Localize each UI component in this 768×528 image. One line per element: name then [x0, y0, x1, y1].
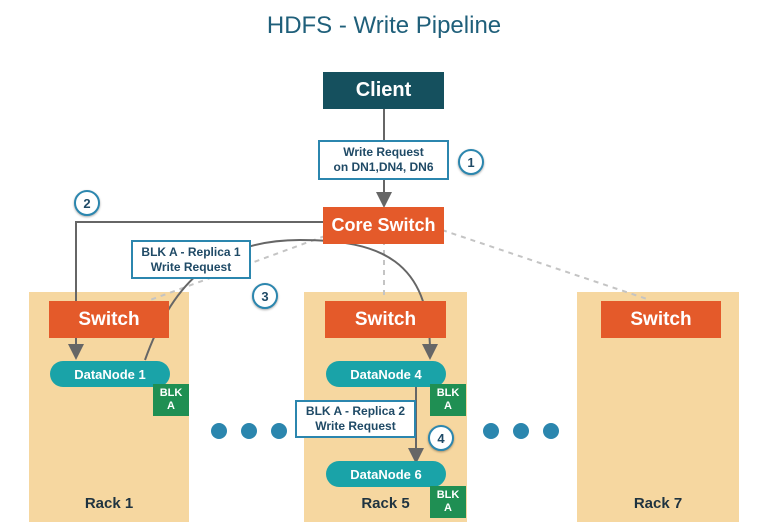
note-line: Write Request	[150, 259, 232, 274]
write-request-note: Write Request on DN1,DN4, DN6	[318, 140, 449, 180]
note-line: Write Request	[343, 145, 424, 159]
block-a-dn6: BLK A	[430, 486, 466, 518]
ellipsis-dot	[483, 423, 499, 439]
block-label: A	[444, 400, 452, 412]
block-label: A	[444, 502, 452, 514]
datanode-1: DataNode 1	[50, 361, 170, 387]
replica2-note: BLK A - Replica 2 Write Request	[295, 400, 416, 438]
step-1-badge: 1	[458, 149, 484, 175]
block-label: BLK	[436, 489, 460, 501]
core-switch: Core Switch	[323, 207, 444, 244]
block-a-dn1: BLK A	[153, 384, 189, 416]
ellipsis-dot	[513, 423, 529, 439]
rack-label: Rack 1	[84, 495, 134, 512]
datanode-6: DataNode 6	[326, 461, 446, 487]
step-4-badge: 4	[428, 425, 454, 451]
note-line: on DN1,DN4, DN6	[333, 160, 434, 174]
rack7-switch: Switch	[601, 301, 721, 338]
note-line: Write Request	[315, 419, 396, 433]
block-label: A	[167, 400, 175, 412]
datanode-4: DataNode 4	[326, 361, 446, 387]
ellipsis-dot	[271, 423, 287, 439]
link-core-rack7	[441, 229, 651, 301]
diagram-title: HDFS - Write Pipeline	[266, 12, 502, 39]
rack1-switch: Switch	[49, 301, 169, 338]
block-a-dn4: BLK A	[430, 384, 466, 416]
rack-label: Rack 5	[361, 495, 410, 512]
arrow-dn1-dn4	[144, 238, 438, 361]
block-label: BLK	[159, 387, 183, 399]
ellipsis-dot	[241, 423, 257, 439]
note-line: BLK A - Replica 1	[141, 244, 241, 259]
note-line: BLK A - Replica 2	[305, 404, 406, 418]
step-2-badge: 2	[74, 190, 100, 216]
rack5-switch: Switch	[325, 301, 446, 338]
step-3-badge: 3	[252, 283, 278, 309]
block-label: BLK	[436, 387, 460, 399]
ellipsis-dot	[543, 423, 559, 439]
rack-label: Rack 7	[633, 495, 683, 512]
client-box: Client	[323, 72, 444, 109]
ellipsis-dot	[211, 423, 227, 439]
replica1-note: BLK A - Replica 1 Write Request	[131, 240, 251, 279]
